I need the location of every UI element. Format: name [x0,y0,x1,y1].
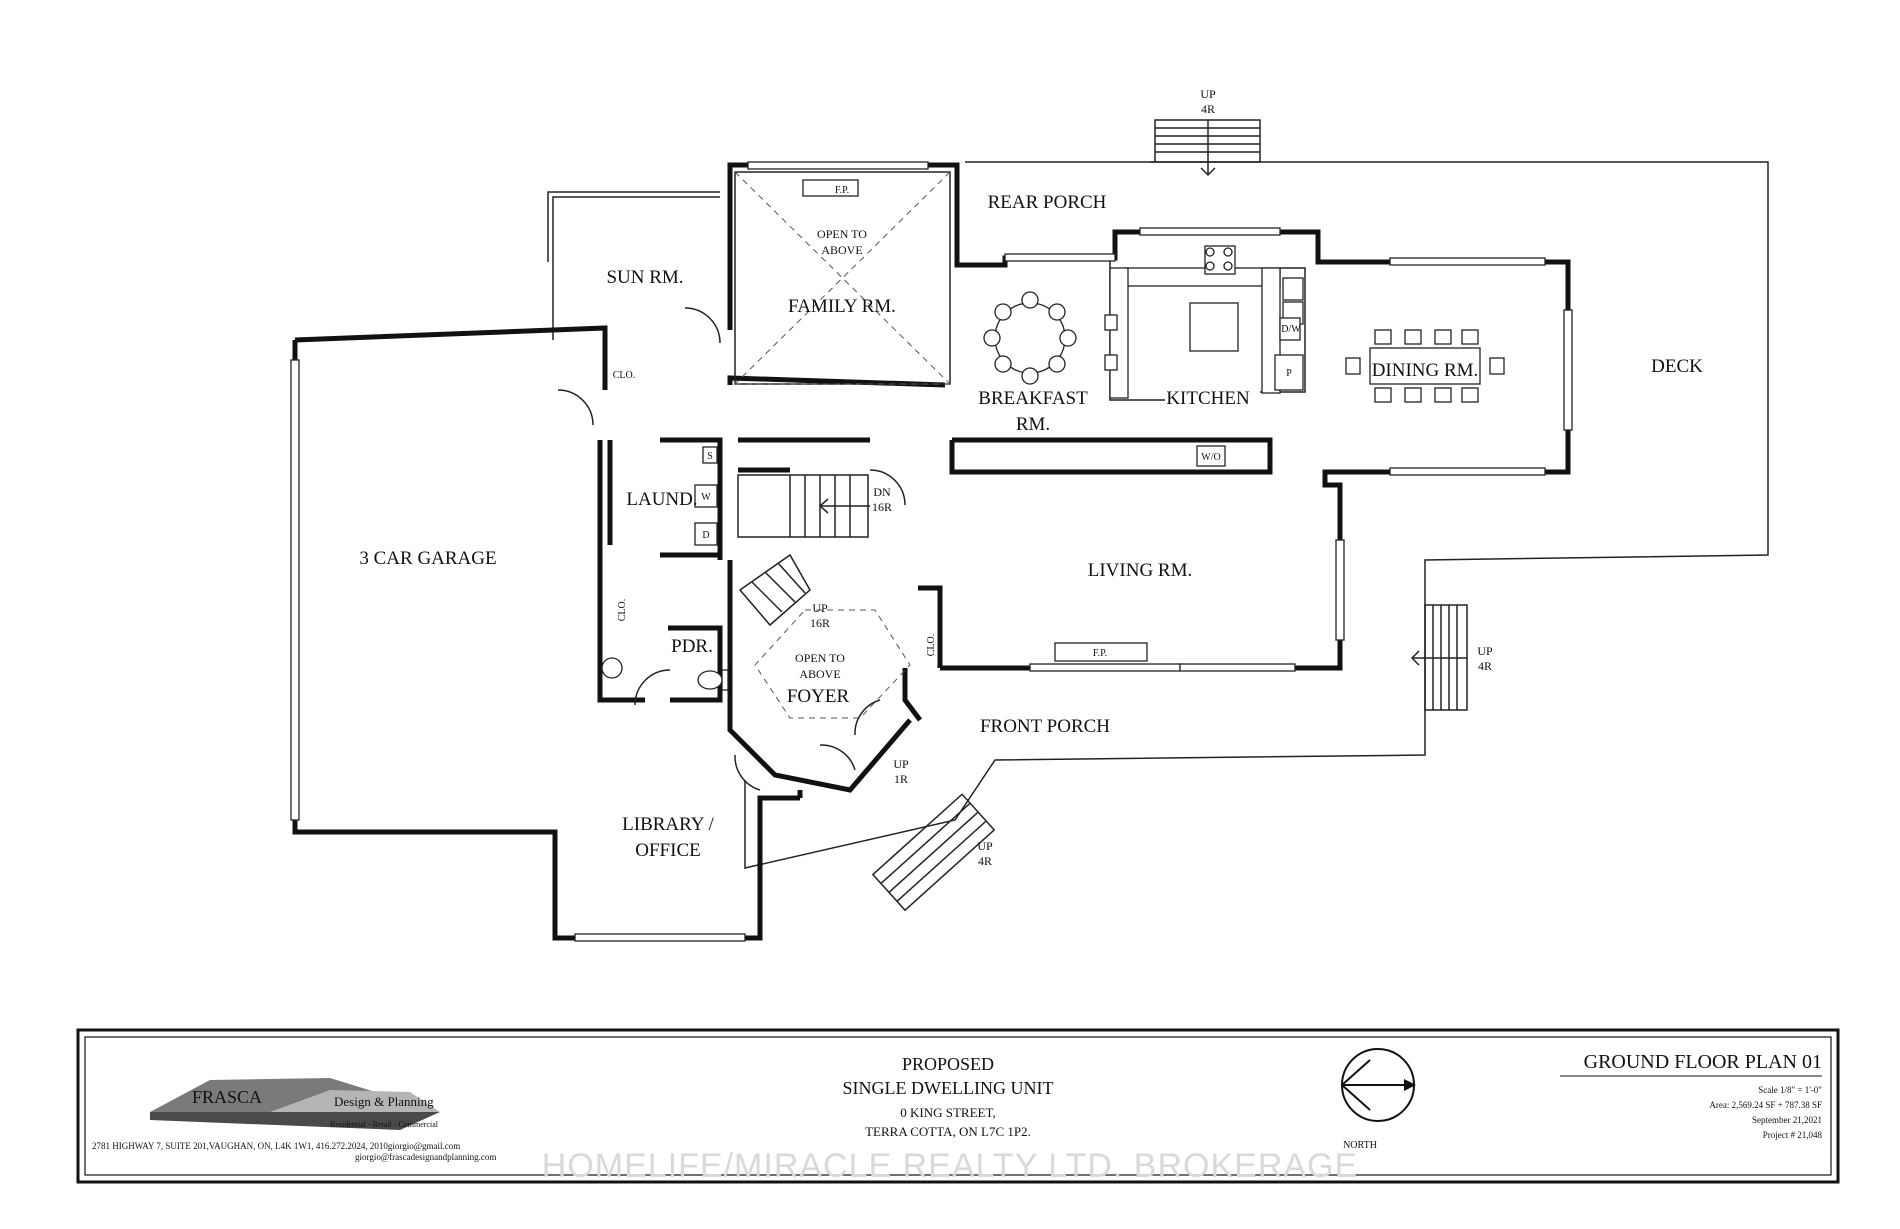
sheet-area: Area: 2,569.24 SF + 787.38 SF [1709,1100,1822,1110]
deck-label: DECK [1651,356,1703,377]
wall-oven-label: W/O [1201,452,1220,463]
sink-label: S [707,451,713,462]
breakfast-label-2: RM. [1016,414,1050,435]
sheet-scale: Scale 1/8" = 1'-0" [1758,1085,1822,1095]
washer-label: W [701,492,711,503]
pdr-label: PDR. [671,636,713,657]
stair-front-risers: 1R [894,772,908,786]
living-room-label: LIVING RM. [1088,560,1193,581]
north-arrow-icon [1340,1048,1416,1122]
dining-table [1345,329,1505,403]
project-type: SINGLE DWELLING UNIT [843,1078,1054,1098]
stair-front-up: UP [893,757,909,771]
sun-room-wall [547,191,720,262]
pantry-label: P [1286,368,1292,379]
breakfast-label-1: BREAKFAST [978,388,1088,409]
stair-up-main-risers: 16R [810,616,830,630]
sheet-title: GROUND FLOOR PLAN 01 [1584,1051,1822,1073]
family-open-label-1: OPEN TO [817,227,867,241]
exterior-walls [292,162,1571,941]
sun-room-label: SUN RM. [606,267,683,288]
deck-outline [744,161,1769,869]
watermark: HOMELIFE/MIRACLE REALTY LTD. BROKERAGE [542,1147,1358,1185]
stair-bottom-up: UP [977,839,993,853]
garage-closet-label: CLO. [613,370,636,381]
logo-services: Residential - Retail - Commercial [330,1120,439,1129]
logo-name: FRASCA [192,1087,262,1107]
sheet-project-number: Project # 21,048 [1763,1130,1823,1140]
breakfast-table [983,291,1077,385]
dining-room-label: DINING RM. [1372,360,1479,381]
family-open-label-2: ABOVE [821,243,862,257]
dishwasher-label: D/W [1281,324,1301,335]
foyer-open-outline [754,609,911,719]
project-street: 0 KING STREET, [900,1105,995,1120]
mud-closet-label: CLO. [617,599,628,622]
garage-label: 3 CAR GARAGE [359,548,496,569]
project-city: TERRA COTTA, ON L7C 1P2. [865,1124,1031,1139]
laundry-label: LAUND. [626,489,697,510]
foyer-closet-label: CLO. [926,634,937,657]
front-stair [871,793,996,912]
stair-bottom-risers: 4R [978,854,992,868]
kitchen-label: KITCHEN [1166,388,1250,409]
wall-oven [1196,445,1226,467]
front-porch-label: FRONT PORCH [980,716,1110,737]
windows [290,161,1573,942]
interior-walls [597,258,1306,703]
library-label-2: OFFICE [635,840,700,861]
stair-dn-risers: 16R [872,500,892,514]
proposed-label: PROPOSED [902,1054,994,1074]
company-email: giorgio@frascadesignandplanning.com [355,1152,496,1162]
stair-right-up: UP [1477,644,1493,658]
company-logo: FRASCA Design & Planning Residential - R… [150,1078,440,1130]
foyer-open-label-1: OPEN TO [795,651,845,665]
deck-stair-top [1154,119,1261,177]
stair-dn: DN [873,485,891,499]
foyer-label: FOYER [787,686,850,707]
foyer-open-label-2: ABOVE [799,667,840,681]
living-fireplace-label: F.P. [1093,648,1107,659]
logo-tagline: Design & Planning [334,1094,434,1109]
library-label-1: LIBRARY / [622,814,714,835]
title-block: FRASCA Design & Planning Residential - R… [76,1028,1840,1184]
sheet-date: September 21,2021 [1752,1115,1822,1125]
door-swings [557,307,906,791]
company-address: 2781 HIGHWAY 7, SUITE 201,VAUGHAN, ON, L… [92,1141,460,1151]
kitchen-counters [1104,245,1304,399]
deck-stair-right [1410,604,1468,711]
dryer-label: D [702,530,709,541]
north-label: NORTH [1343,1140,1377,1151]
family-fireplace-label: F.P. [835,185,849,196]
stair-right-risers: 4R [1478,659,1492,673]
laundry-fixtures [694,446,718,546]
family-room-outline [734,171,951,385]
stair-top-risers: 4R [1201,102,1215,116]
living-fireplace [1054,642,1148,662]
family-fireplace [802,179,859,197]
stair-up-main: UP [812,601,828,615]
family-room-label: FAMILY RM. [788,296,896,317]
main-staircase [737,474,870,627]
powder-fixtures [601,657,729,691]
rear-porch-label: REAR PORCH [988,192,1107,213]
stair-top-up: UP [1200,87,1216,101]
